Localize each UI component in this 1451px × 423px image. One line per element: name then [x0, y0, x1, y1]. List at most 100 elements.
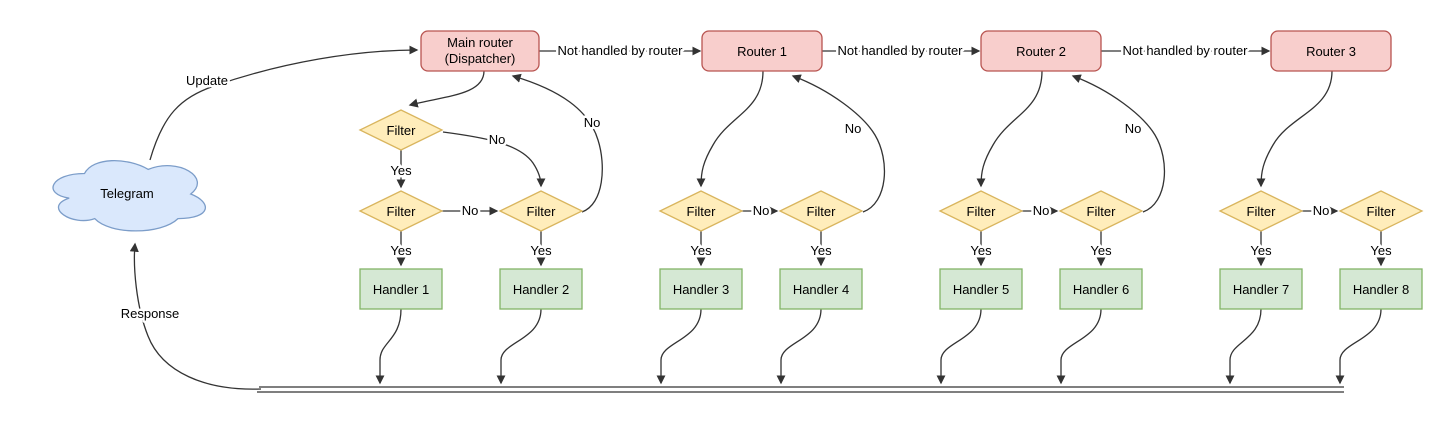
yes-label: Yes [1250, 243, 1272, 258]
filter-label: Filter [687, 204, 717, 219]
handler-node: Handler 8 [1339, 268, 1423, 310]
edge-response [129, 242, 262, 390]
edge-labels: Update Response Not handled by router No… [118, 41, 1394, 324]
response-label: Response [121, 306, 180, 321]
yes-label: Yes [690, 243, 712, 258]
router-2-node: Router 2 [980, 30, 1102, 72]
no-label: No [584, 115, 601, 130]
yes-label: Yes [1370, 243, 1392, 258]
filter-shape [658, 190, 744, 232]
edge-handler7-to-bus [1225, 308, 1262, 385]
router-1-box [701, 30, 823, 72]
no-label: No [1313, 203, 1330, 218]
filter-diamond: Filter [1218, 190, 1304, 232]
filter-diamond: Filter [1338, 190, 1424, 232]
filter-shape [358, 109, 444, 151]
no-label: No [1125, 121, 1142, 136]
router-1-label: Router 1 [737, 44, 787, 59]
not-handled-label: Not handled by router [1122, 43, 1248, 58]
filter-diamond: Filter [1058, 190, 1144, 232]
handler-label: Handler 7 [1233, 282, 1289, 297]
handler-label: Handler 1 [373, 282, 429, 297]
no-label: No [1033, 203, 1050, 218]
edge-filter-g-no-loop [1071, 74, 1166, 213]
handler-box [1219, 268, 1303, 310]
edge-main-to-filter [408, 70, 485, 108]
edge-update [149, 45, 419, 161]
edge-filter-c-no-loop [511, 73, 603, 213]
router-2-label: Router 2 [1016, 44, 1066, 59]
handler-label: Handler 3 [673, 282, 729, 297]
yes-label: Yes [970, 243, 992, 258]
main-router-label-line2: (Dispatcher) [445, 51, 516, 66]
filter-diamond: Filter [498, 190, 584, 232]
edge-handler3-to-bus [656, 308, 702, 385]
handler-box [659, 268, 743, 310]
telegram-cloud-node: Telegram [52, 159, 207, 232]
filter-label: Filter [1367, 204, 1397, 219]
yes-label: Yes [390, 163, 412, 178]
not-handled-label: Not handled by router [837, 43, 963, 58]
filter-label: Filter [967, 204, 997, 219]
handler-node: Handler 2 [499, 268, 583, 310]
filter-shape [1218, 190, 1304, 232]
router-3-label: Router 3 [1306, 44, 1356, 59]
filter-diamond: Filter [358, 190, 444, 232]
filter-shape [358, 190, 444, 232]
handler-box [1339, 268, 1423, 310]
handler-box [359, 268, 443, 310]
filter-label: Filter [387, 204, 417, 219]
handler-label: Handler 4 [793, 282, 849, 297]
filter-diamond: Filter [358, 109, 444, 151]
router-3-node: Router 3 [1270, 30, 1392, 72]
filter-diamond: Filter [658, 190, 744, 232]
handler-label: Handler 6 [1073, 282, 1129, 297]
handler-node: Handler 4 [779, 268, 863, 310]
filter-label: Filter [1087, 204, 1117, 219]
edge-router2-to-filter [976, 70, 1043, 188]
yes-label: Yes [530, 243, 552, 258]
edge-handler6-to-bus [1056, 308, 1102, 385]
edge-handler2-to-bus [496, 308, 542, 385]
router-2-box [980, 30, 1102, 72]
handler-label: Handler 2 [513, 282, 569, 297]
edges [129, 45, 1386, 393]
edge-filter-e-no-loop [791, 74, 886, 213]
no-label: No [845, 121, 862, 136]
no-label: No [462, 203, 479, 218]
handler-node: Handler 3 [659, 268, 743, 310]
filter-shape [1058, 190, 1144, 232]
not-handled-label: Not handled by router [557, 43, 683, 58]
filter-shape [938, 190, 1024, 232]
yes-label: Yes [1090, 243, 1112, 258]
edge-router1-to-filter [696, 70, 764, 188]
handler-box [939, 268, 1023, 310]
handler-label: Handler 5 [953, 282, 1009, 297]
telegram-label: Telegram [100, 186, 153, 201]
filter-label: Filter [387, 123, 417, 138]
filter-shape [778, 190, 864, 232]
filter-diamond: Filter [778, 190, 864, 232]
yes-label: Yes [390, 243, 412, 258]
cloud-shape [52, 159, 207, 232]
main-router-box [420, 30, 540, 72]
update-label: Update [186, 73, 228, 88]
handler-box [1059, 268, 1143, 310]
edge-handler1-to-bus [375, 308, 402, 385]
main-router-label-line1: Main router [447, 35, 513, 50]
edge-router3-to-filter [1256, 70, 1333, 188]
router-1-node: Router 1 [701, 30, 823, 72]
no-label: No [753, 203, 770, 218]
filter-shape [498, 190, 584, 232]
edge-handler8-to-bus [1335, 308, 1382, 385]
filter-label: Filter [527, 204, 557, 219]
handler-node: Handler 7 [1219, 268, 1303, 310]
edge-handler5-to-bus [936, 308, 982, 385]
filter-label: Filter [1247, 204, 1277, 219]
handler-node: Handler 5 [939, 268, 1023, 310]
handler-node: Handler 6 [1059, 268, 1143, 310]
filter-label: Filter [807, 204, 837, 219]
handler-box [499, 268, 583, 310]
filter-diamond: Filter [938, 190, 1024, 232]
